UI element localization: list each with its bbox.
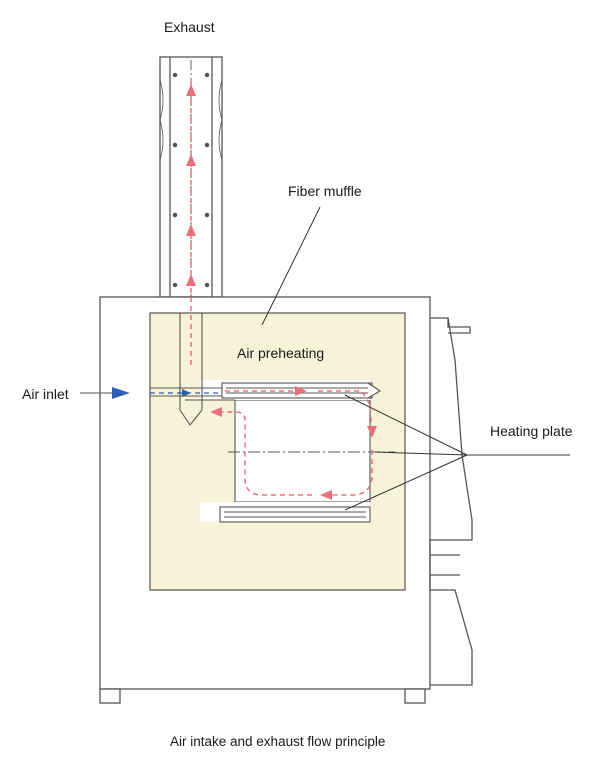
heating-plate-label: Heating plate xyxy=(490,423,573,439)
chamber-flow-arrows xyxy=(210,386,377,500)
figure-caption: Air intake and exhaust flow principle xyxy=(170,734,386,749)
heating-plate-top xyxy=(221,382,382,399)
air-inlet-label: Air inlet xyxy=(22,386,69,402)
air-preheating-label: Air preheating xyxy=(237,345,325,361)
exhaust-label: Exhaust xyxy=(164,19,215,35)
exhaust-flow-arrows xyxy=(186,80,196,365)
air-duct xyxy=(150,313,235,426)
heating-plate-bottom xyxy=(219,506,371,523)
leader-lines xyxy=(261,206,570,511)
air-inlet-arrow xyxy=(80,387,220,399)
fiber-muffle-label: Fiber muffle xyxy=(288,183,362,199)
